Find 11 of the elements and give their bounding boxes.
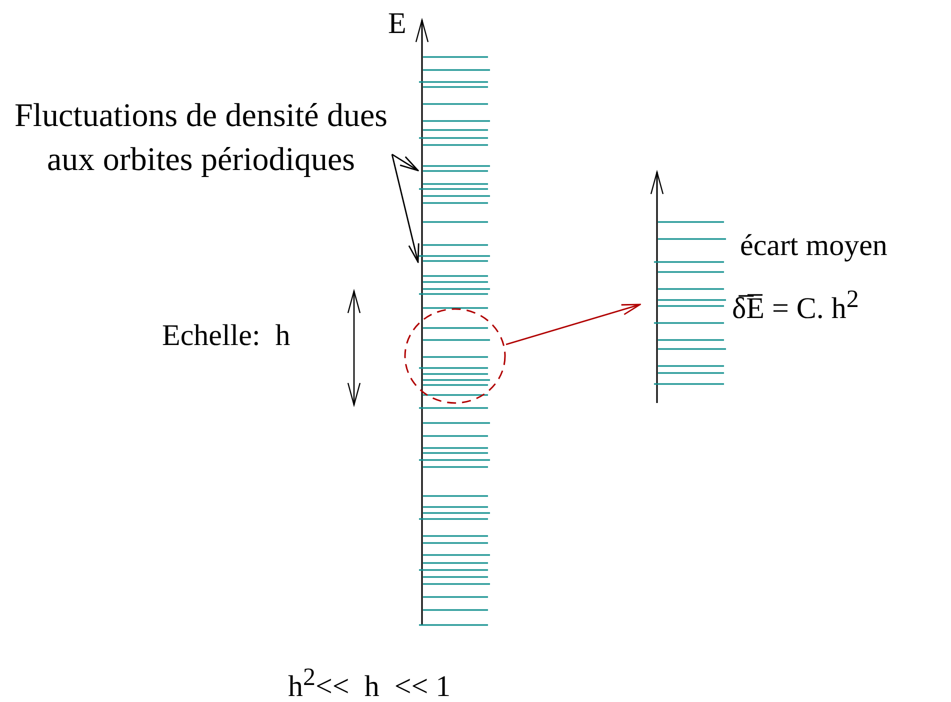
arrow [391,154,420,263]
dashed-circle [404,308,506,404]
arrow [392,154,419,172]
scale-label: Echelle: h [162,318,290,354]
callout-text: Fluctuations de densité dues aux orbites périodiques [13,97,389,180]
energy-spectrum-drawing [418,18,490,628]
axis-label: E [388,6,406,42]
annotation-text: écart moyen [740,228,888,264]
arrow [506,304,641,346]
formula-text: δ̅E̅ = C. h$^{2}$ [732,285,859,327]
relation-text: h$^{2}$<< h << 1 [288,663,451,702]
